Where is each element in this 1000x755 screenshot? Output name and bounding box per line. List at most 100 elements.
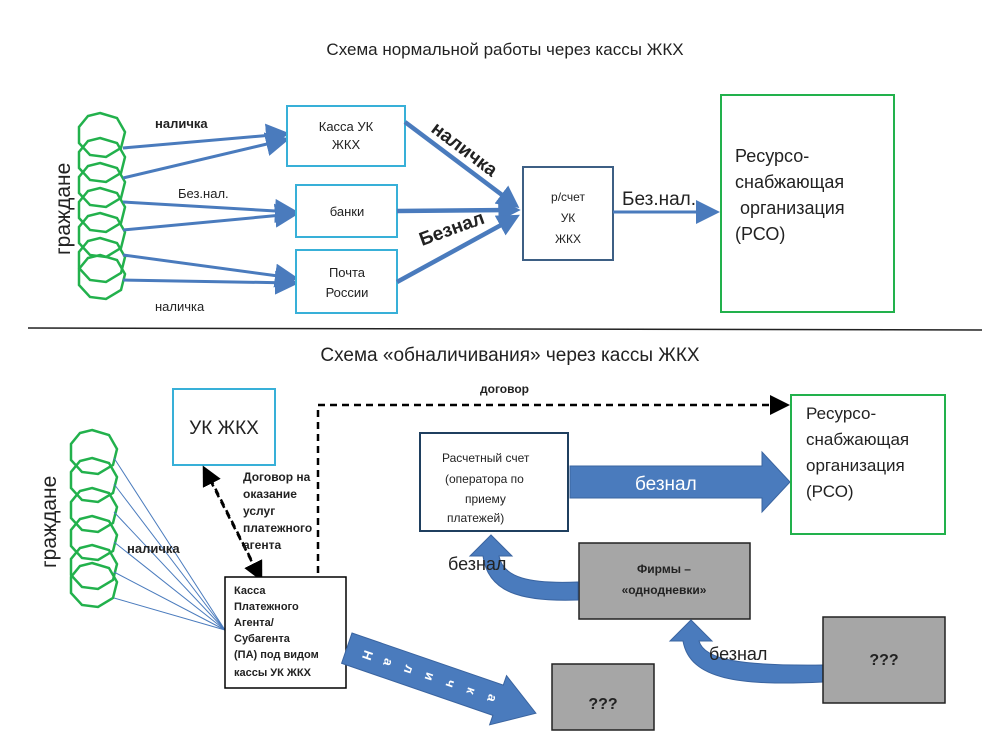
agreement-line2: оказание [243,487,297,501]
post-line1: Почта [329,265,366,280]
contract-path [316,395,790,573]
dashed-connectors [202,395,790,582]
citizen-shape [69,486,119,534]
beznal-up-arrow [468,534,579,601]
top-box-arrows [395,120,521,284]
arrow-kassa-to-account [403,120,520,209]
operator-account-line4: платежей) [447,511,504,525]
banks-label: банки [330,204,365,219]
uk-box [172,388,276,466]
operator-account-line3: приему [465,492,506,506]
top-citizens-group [77,111,127,301]
nalichka-letter: к [463,686,479,698]
arrow-citizens-to-post-2 [122,270,299,295]
rso-top-line4: (РСО) [735,224,785,244]
contract-label: договор [480,382,529,396]
agent-box [224,576,347,689]
rso-bottom-line1: Ресурсо- [806,404,876,423]
agreement-arrow-back [208,477,263,582]
firms-line1: Фирмы – [637,562,691,576]
arrow-citizens-to-post-1 [122,253,299,288]
account-line2: УК [561,211,576,225]
arrow-post-to-account [395,214,520,284]
arrow-label-to-rso: Без.нал. [622,189,696,210]
agreement-line1: Договор на [243,470,311,484]
rso-top-line3: организация [740,198,845,218]
citizen-shape [77,136,127,184]
beznal-to-rso-arrow [569,450,791,514]
rso-top-line1: Ресурсо- [735,146,809,166]
citizen-shape [69,514,119,562]
citizen-shape [77,211,127,259]
rso-bottom-line3: организация [806,456,905,475]
agent-line4: Субагента [234,633,291,645]
agreement-line4: платежного [243,521,312,535]
rso-bottom-line2: снабжающая [806,430,909,449]
citizen-shape [77,253,127,301]
citizen-line [113,511,226,631]
citizen-shape [69,561,119,609]
beznal-to-rso-label: безнал [635,474,697,495]
unknown-left-label: ??? [588,696,617,713]
bottom-title: Схема «обналичивания» через кассы ЖКХ [320,345,699,366]
account-line3: ЖКХ [555,232,581,246]
account-line1: р/счет [551,190,585,204]
citizens-to-agent-lines [113,457,226,631]
rso-box-top [720,94,895,313]
citizen-shape [77,186,127,234]
account-box [522,166,614,261]
citizen-shape [77,236,127,284]
arrow-citizens-to-kassa-2 [122,132,290,180]
top-citizens-label: граждане [52,163,75,255]
beznal-right-arrow [668,619,824,684]
nalichka-arrow-shape [340,632,537,726]
edge-label-noncash: Без.нал. [178,186,229,201]
unknown-right-label: ??? [869,652,898,669]
firms-line2: «однодневки» [622,583,707,597]
cash-label-bottom: наличка [127,541,180,556]
beznal-right-label: безнал [709,644,767,664]
agreement-line3: услуг [243,504,275,518]
arrow-banks-to-account [396,198,521,222]
agent-line2: Платежного [234,601,299,613]
arrow-citizens-to-kassa-1 [122,123,290,150]
kassa-uk-box [286,105,406,167]
bottom-citizens-group [69,428,119,609]
edge-label-cash-1: наличка [155,116,208,131]
bottom-citizens-label: граждане [38,476,61,568]
rso-top-line2: снабжающая [735,172,844,192]
agent-line5: (ПА) под видом [234,649,319,661]
top-citizen-arrows [122,123,299,295]
agent-line1: Касса [234,585,266,597]
rso-box-bottom [790,394,946,535]
arrow-citizens-to-banks-1 [122,198,299,223]
unknown-box-right [822,616,946,704]
citizen-line [113,541,226,631]
kassa-uk-line2: ЖКХ [332,137,361,152]
citizen-shape [69,428,119,476]
kassa-uk-line1: Касса УК [319,119,374,134]
firms-box [578,542,751,620]
banks-box [295,184,398,238]
top-title: Схема нормальной работы через кассы ЖКХ [326,40,683,59]
arrow-citizens-to-banks-2 [122,203,299,232]
citizen-shape [69,456,119,504]
operator-account-box [419,432,569,532]
post-line2: России [326,285,369,300]
section-divider [27,327,983,331]
nalichka-letter: Н [359,648,376,662]
citizen-shape [69,543,119,591]
uk-label: УК ЖКХ [189,418,259,439]
agent-line6: кассы УК ЖКХ [234,667,312,679]
arrow-label-beznal: Безнал [417,208,488,251]
unknown-box-left [551,663,655,731]
arrow-label-cash: наличка [427,118,501,181]
citizen-shape [77,161,127,209]
beznal-up-label: безнал [448,554,506,574]
edge-label-cash-2: наличка [155,299,205,314]
agent-line3: Агента/ [234,617,274,629]
operator-account-line1: Расчетный счет [442,451,530,465]
